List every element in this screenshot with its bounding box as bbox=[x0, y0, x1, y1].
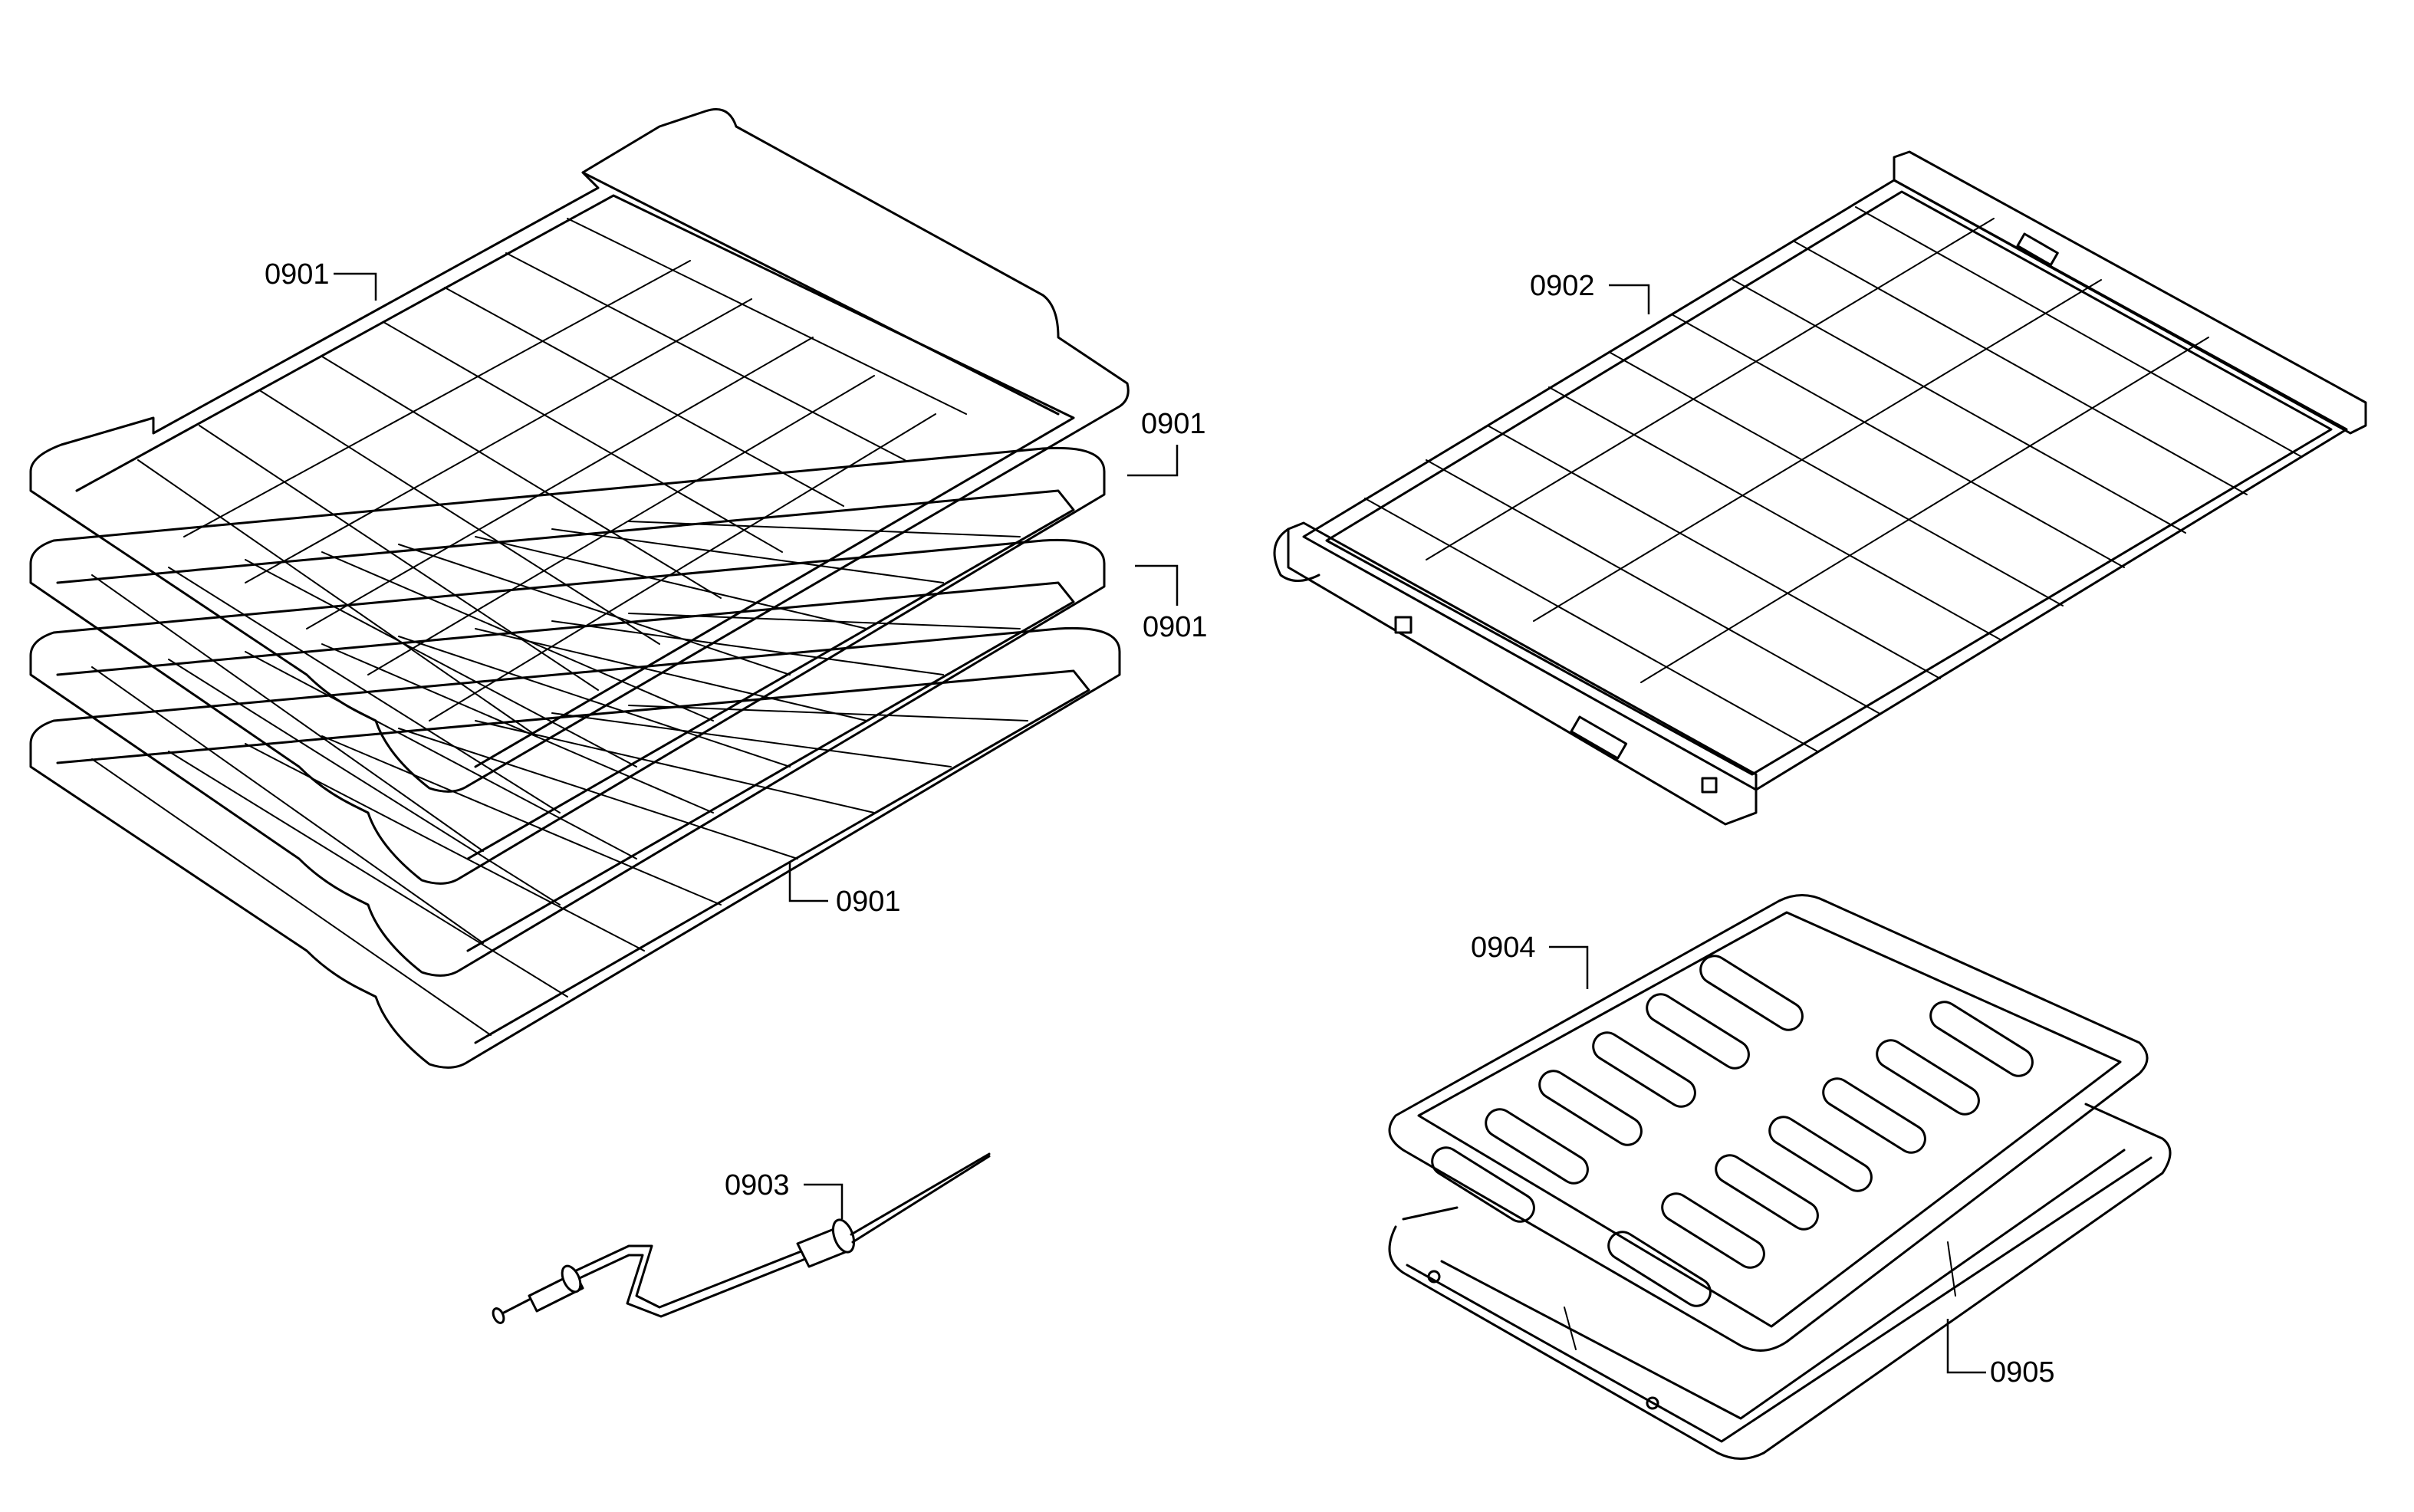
oven-rack-top bbox=[29, 108, 1130, 793]
leader-rack-top bbox=[334, 272, 377, 301]
oven-rack-2 bbox=[29, 446, 1106, 885]
broil-pan-insert bbox=[1388, 894, 2149, 1352]
telescopic-rack bbox=[1273, 150, 2367, 826]
leader-rack-3 bbox=[1135, 564, 1179, 606]
leader-broil-pan bbox=[1946, 1319, 1986, 1374]
oven-rack-bottom bbox=[29, 626, 1121, 1069]
label-rack-bottom: 0901 bbox=[836, 886, 901, 918]
leader-rack-2 bbox=[1127, 445, 1179, 477]
leader-telescopic-rack bbox=[1609, 284, 1650, 314]
broil-pan bbox=[1388, 1103, 2172, 1460]
leader-rack-bottom bbox=[788, 863, 828, 902]
meat-probe bbox=[492, 1152, 991, 1324]
oven-rack-stack bbox=[29, 108, 1179, 1069]
oven-rack-3 bbox=[29, 538, 1106, 977]
label-telescopic-rack: 0902 bbox=[1530, 270, 1595, 302]
label-meat-probe: 0903 bbox=[725, 1169, 790, 1201]
label-broil-pan-insert: 0904 bbox=[1471, 932, 1536, 964]
leader-broil-pan-insert bbox=[1549, 945, 1589, 989]
label-rack-top: 0901 bbox=[265, 258, 330, 291]
label-broil-pan: 0905 bbox=[1990, 1356, 2055, 1389]
label-rack-3: 0901 bbox=[1143, 611, 1208, 643]
label-rack-2: 0901 bbox=[1141, 408, 1206, 440]
leader-meat-probe bbox=[804, 1183, 844, 1219]
